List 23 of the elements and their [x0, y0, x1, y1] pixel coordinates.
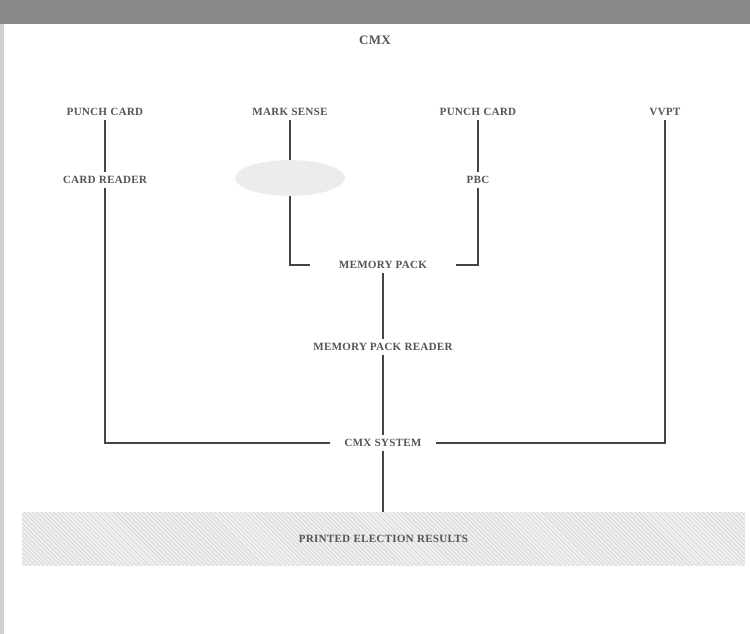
node-label: PBC: [466, 174, 490, 186]
connector-line: [104, 188, 330, 444]
connector-line: [289, 196, 310, 266]
connector-line: [382, 273, 384, 339]
cloud-shape: [235, 160, 345, 196]
node-label: CMX SYSTEM: [344, 437, 422, 449]
connector-line: [382, 451, 384, 512]
connector-line: [436, 120, 666, 444]
node-label: CARD READER: [62, 174, 148, 186]
node-label: PUNCH CARD: [440, 106, 516, 118]
node-label: MEMORY PACK READER: [313, 341, 453, 353]
node-label: MEMORY PACK: [338, 259, 428, 271]
node-label: PUNCH CARD: [66, 106, 144, 118]
node-label: VVPT: [649, 106, 681, 118]
diagram-title: CMX: [358, 32, 392, 48]
node-label: PRINTED ELECTION RESULTS: [298, 533, 468, 545]
connector-line: [382, 355, 384, 435]
connector-line: [477, 120, 479, 172]
node-label: MARK SENSE: [252, 106, 328, 118]
connector-line: [456, 188, 479, 266]
result-band: [22, 512, 745, 566]
connector-line: [104, 120, 106, 172]
connector-line: [289, 120, 291, 160]
